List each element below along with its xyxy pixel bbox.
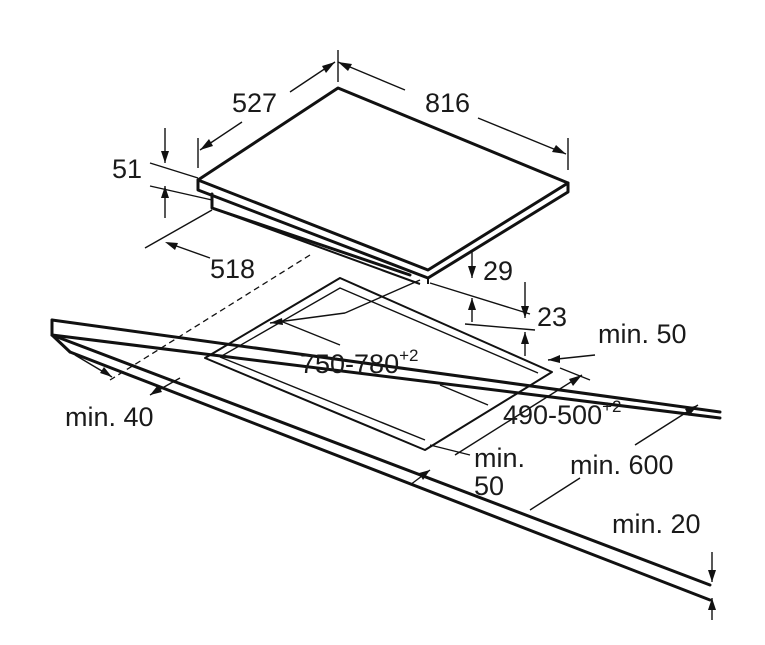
worktop-front-left-bevel [50, 333, 72, 354]
worktop-front-edge [50, 333, 712, 587]
cutout-outline [204, 277, 553, 451]
dimension-labels: 527 816 51 518 29 23 min. 50 750-780+2 4… [65, 88, 701, 539]
cutout [204, 277, 553, 451]
label-51: 51 [112, 154, 142, 184]
cutout-inner-left [219, 356, 426, 441]
label-min50-right: min. 50 [598, 319, 687, 349]
label-23: 23 [537, 302, 567, 332]
label-cutout-depth: 490-500+2 [503, 397, 621, 430]
countertop [50, 318, 722, 602]
label-min600: min. 600 [570, 450, 674, 480]
label-527: 527 [232, 88, 277, 118]
hob-body-base [211, 207, 421, 285]
label-cutout-width: 750-780+2 [300, 346, 418, 379]
worktop-back-edge-lower [50, 333, 722, 420]
label-min50-front-line1: min. [474, 443, 525, 473]
cutout-inner-back [219, 287, 539, 374]
label-min20: min. 20 [612, 509, 701, 539]
label-518: 518 [210, 254, 255, 284]
worktop-back-edge-top [50, 318, 722, 414]
label-min40: min. 40 [65, 402, 154, 432]
dimension-lines [74, 50, 716, 620]
worktop-front-bottom-edge [68, 350, 712, 602]
label-min50-front-line2: 50 [474, 471, 504, 501]
label-29: 29 [483, 256, 513, 286]
label-816: 816 [425, 88, 470, 118]
hob [196, 86, 570, 285]
